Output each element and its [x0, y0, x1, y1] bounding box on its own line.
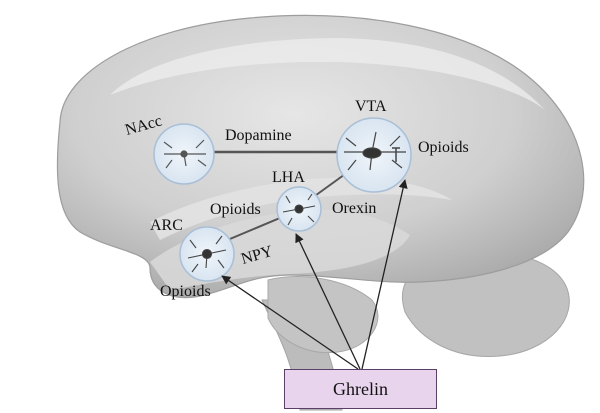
vta-neuron-icon: [344, 131, 406, 171]
label-lha: LHA: [272, 169, 305, 186]
ghrelin-arrows: [221, 179, 408, 370]
arrow-to-vta: [361, 179, 408, 370]
label-dopamine: Dopamine: [225, 127, 292, 144]
label-arc: ARC: [150, 217, 183, 234]
arc-node: [179, 226, 235, 282]
arrow-to-arc: [221, 275, 359, 370]
ghrelin-label: Ghrelin: [333, 378, 388, 399]
pons: [267, 276, 379, 354]
arrow-to-lha: [295, 233, 361, 370]
vta-node: [336, 117, 412, 193]
ghrelin-box: Ghrelin: [284, 369, 437, 409]
label-vta: VTA: [355, 98, 387, 115]
label-opioids-vta: Opioids: [418, 139, 469, 156]
label-opioids-arc: Opioids: [160, 283, 211, 300]
inner-band: [150, 177, 452, 240]
nacc-node: [153, 123, 215, 185]
label-opioids-lha: Opioids: [210, 201, 261, 218]
lha-node: [276, 186, 322, 232]
nacc-neuron-icon: [163, 139, 207, 169]
lha-neuron-icon: [282, 193, 316, 226]
cerebrum-highlight: [110, 38, 545, 110]
arc-neuron-icon: [187, 235, 227, 273]
lha-vta-pathway: [311, 171, 349, 199]
label-orexin: Orexin: [332, 200, 377, 217]
